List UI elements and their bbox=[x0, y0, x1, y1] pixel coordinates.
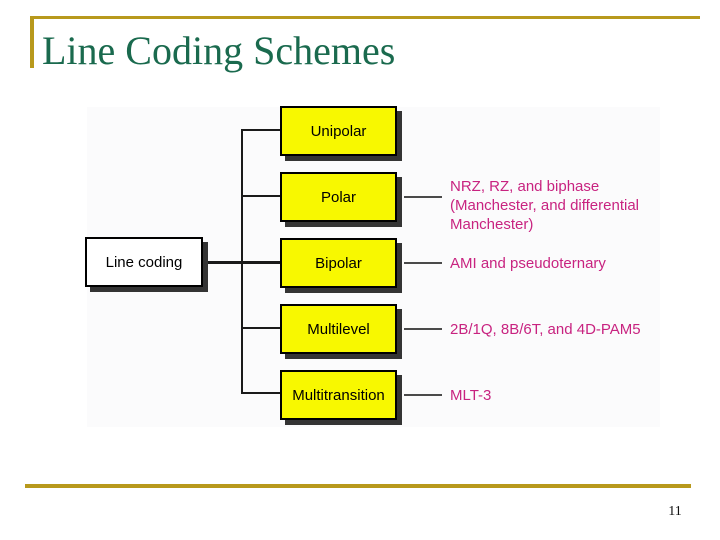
branch-box-label: Unipolar bbox=[310, 122, 367, 140]
branch-box-multitransition: Multitransition bbox=[280, 370, 397, 420]
connector-bipolar-to-annotation bbox=[404, 262, 442, 264]
connector-trunk-to-multitransition bbox=[241, 392, 280, 394]
branch-box-multilevel: Multilevel bbox=[280, 304, 397, 354]
connector-trunk-to-unipolar bbox=[241, 129, 280, 131]
bottom-gold-rule bbox=[25, 484, 691, 488]
annotation-polar: NRZ, RZ, and biphase (Manchester, and di… bbox=[450, 178, 640, 233]
connector-trunk-to-polar bbox=[241, 195, 280, 197]
branch-box-polar: Polar bbox=[280, 172, 397, 222]
annotation-bipolar: AMI and pseudoternary bbox=[450, 255, 606, 272]
title-accent-bar bbox=[30, 16, 34, 68]
connector-multilevel-to-annotation bbox=[404, 328, 442, 330]
page-number: 11 bbox=[668, 504, 682, 519]
connector-multitransition-to-annotation bbox=[404, 394, 442, 396]
connector-trunk-to-multilevel bbox=[241, 327, 280, 329]
root-box-label: Line coding bbox=[105, 253, 183, 271]
branch-box-label: Multilevel bbox=[307, 320, 370, 338]
branch-box-label: Polar bbox=[320, 188, 357, 206]
branch-box-bipolar: Bipolar bbox=[280, 238, 397, 288]
root-box-line-coding: Line coding bbox=[85, 237, 203, 287]
connector-root-to-trunk bbox=[203, 261, 280, 264]
annotation-multitransition: MLT-3 bbox=[450, 387, 492, 404]
branch-box-label: Multitransition bbox=[292, 386, 385, 404]
slide-title: Line Coding Schemes bbox=[42, 28, 396, 73]
connector-polar-to-annotation bbox=[404, 196, 442, 198]
branch-box-label: Bipolar bbox=[315, 254, 362, 272]
annotation-multilevel: 2B/1Q, 8B/6T, and 4D-PAM5 bbox=[450, 321, 641, 338]
top-gold-rule bbox=[30, 16, 700, 19]
branch-box-unipolar: Unipolar bbox=[280, 106, 397, 156]
